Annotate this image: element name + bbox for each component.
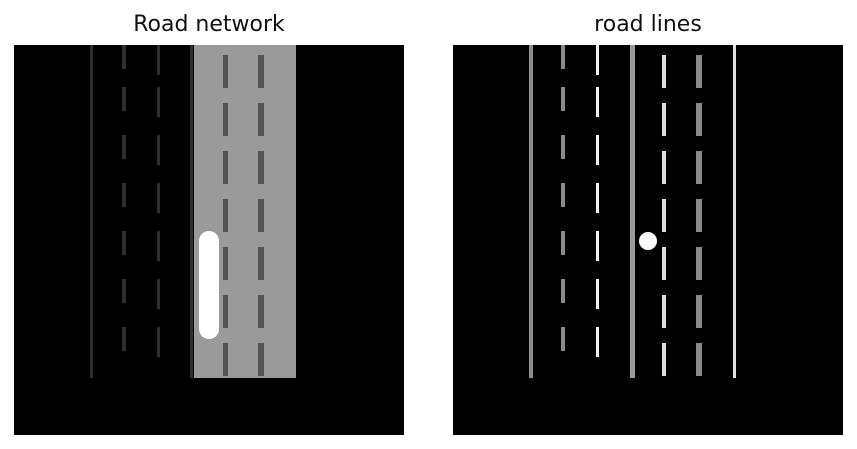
lane-dash [596, 135, 599, 165]
lane-dash [258, 103, 264, 136]
lane-dash [157, 279, 160, 309]
vehicle-position-dot [639, 232, 657, 250]
lane-dash [157, 231, 160, 261]
lane-dash [157, 327, 160, 357]
lane-dash [122, 231, 126, 255]
lane-dash [157, 87, 160, 117]
lane-dash [122, 45, 126, 69]
road-network-canvas [14, 45, 404, 435]
lane-dash [696, 151, 702, 184]
lane-dash [696, 343, 702, 376]
lane-dash [122, 279, 126, 303]
lane-dash [596, 87, 599, 117]
lane-dash [122, 135, 126, 159]
lane-dash [223, 103, 228, 136]
lane-dash [662, 151, 666, 184]
lane-dash [696, 295, 702, 328]
lane-dash [258, 55, 264, 88]
lane-dash [223, 343, 228, 376]
lane-dash [596, 279, 599, 309]
lane-dash [696, 55, 702, 88]
lane-dash-group [122, 45, 264, 376]
lane-dash [258, 295, 264, 328]
lane-dash [561, 279, 565, 303]
lane-dash [157, 45, 160, 75]
lane-dash [662, 55, 666, 88]
road-network-image [14, 45, 404, 435]
lane-dash [596, 183, 599, 213]
lane-dash [596, 45, 599, 75]
lane-dash [157, 183, 160, 213]
lane-dash [223, 55, 228, 88]
vehicle-marker [199, 231, 219, 339]
lane-dash [662, 199, 666, 232]
lane-dash [596, 327, 599, 357]
lane-dash [258, 247, 264, 280]
lane-dash [561, 87, 565, 111]
solid-road-line [529, 45, 533, 378]
lane-dash [596, 231, 599, 261]
lane-dash-group [561, 45, 702, 376]
lane-dash [223, 295, 228, 328]
lane-dash [258, 343, 264, 376]
panel-title-road-lines: road lines [594, 12, 702, 37]
lane-dash [561, 183, 565, 207]
lane-dash [258, 199, 264, 232]
solid-road-line [733, 45, 736, 378]
lane-border-line [190, 45, 193, 378]
lane-dash [223, 151, 228, 184]
lane-dash [223, 247, 228, 280]
road-lines-canvas [453, 45, 843, 435]
lane-dash [696, 103, 702, 136]
lane-dash [696, 247, 702, 280]
lane-border-line [90, 45, 93, 378]
solid-road-line [630, 45, 635, 378]
lane-dash [662, 343, 666, 376]
lane-dash [696, 199, 702, 232]
road-lines-image [453, 45, 843, 435]
lane-dash [662, 247, 666, 280]
panel-title-road-network: Road network [133, 12, 285, 37]
lane-dash [258, 151, 264, 184]
lane-dash [223, 199, 228, 232]
lane-dash [561, 231, 565, 255]
lane-dash [122, 183, 126, 207]
lane-dash [662, 103, 666, 136]
lane-dash [561, 135, 565, 159]
lane-dash [157, 135, 160, 165]
lane-dash [122, 327, 126, 351]
lane-dash [561, 327, 565, 351]
lane-dash [122, 87, 126, 111]
lane-dash [662, 295, 666, 328]
lane-dash [561, 45, 565, 69]
